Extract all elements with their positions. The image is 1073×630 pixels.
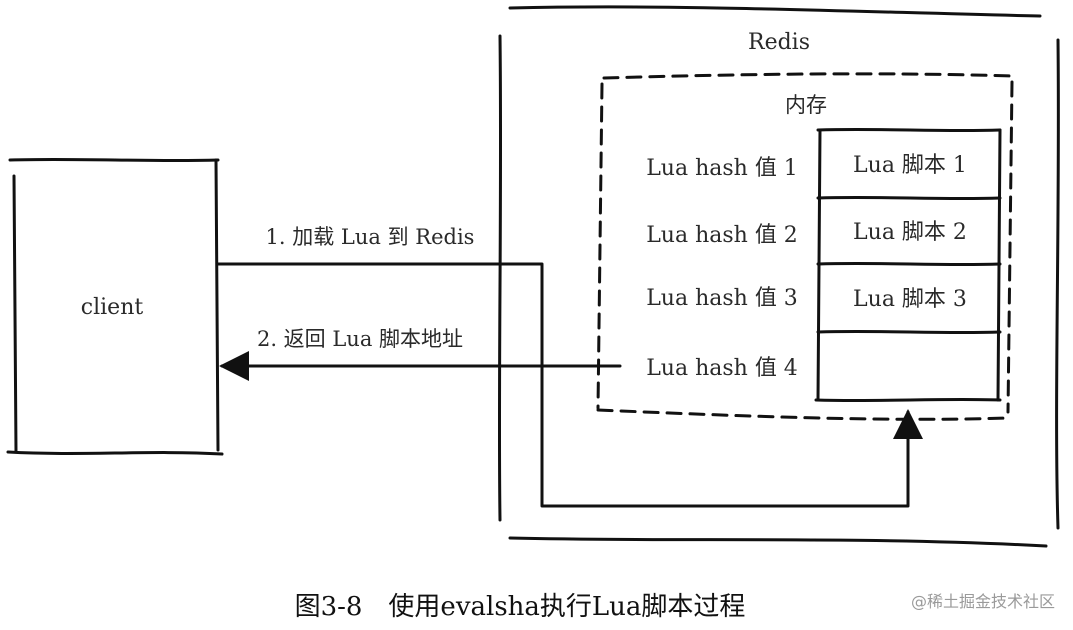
watermark: @稀土掘金技术社区 (911, 592, 1055, 611)
memory-label: 内存 (785, 93, 827, 117)
hash-list: Lua hash 值 1 Lua hash 值 2 Lua hash 值 3 L… (646, 156, 798, 381)
script-label-2: Lua 脚本 2 (853, 220, 967, 245)
client-label: client (81, 295, 144, 320)
return-arrow: 2. 返回 Lua 脚本地址 (219, 327, 622, 381)
hash-label-1: Lua hash 值 1 (646, 156, 798, 181)
hash-label-4: Lua hash 值 4 (646, 356, 798, 381)
load-arrow-label: 1. 加载 Lua 到 Redis (266, 225, 475, 249)
script-label-1: Lua 脚本 1 (853, 153, 967, 178)
hash-label-3: Lua hash 值 3 (646, 286, 798, 311)
memory-region: 内存 (596, 72, 1014, 421)
client-box: client (6, 157, 224, 456)
figure-caption: 图3-8 使用evalsha执行Lua脚本过程 (295, 592, 746, 622)
hash-label-2: Lua hash 值 2 (646, 223, 798, 248)
redis-label: Redis (748, 30, 810, 55)
script-table: Lua 脚本 1 Lua 脚本 2 Lua 脚本 3 (814, 127, 1002, 403)
load-arrow: 1. 加载 Lua 到 Redis (216, 225, 923, 508)
script-label-3: Lua 脚本 3 (853, 287, 967, 312)
return-arrow-label: 2. 返回 Lua 脚本地址 (257, 327, 463, 351)
redis-box: Redis (497, 5, 1060, 548)
